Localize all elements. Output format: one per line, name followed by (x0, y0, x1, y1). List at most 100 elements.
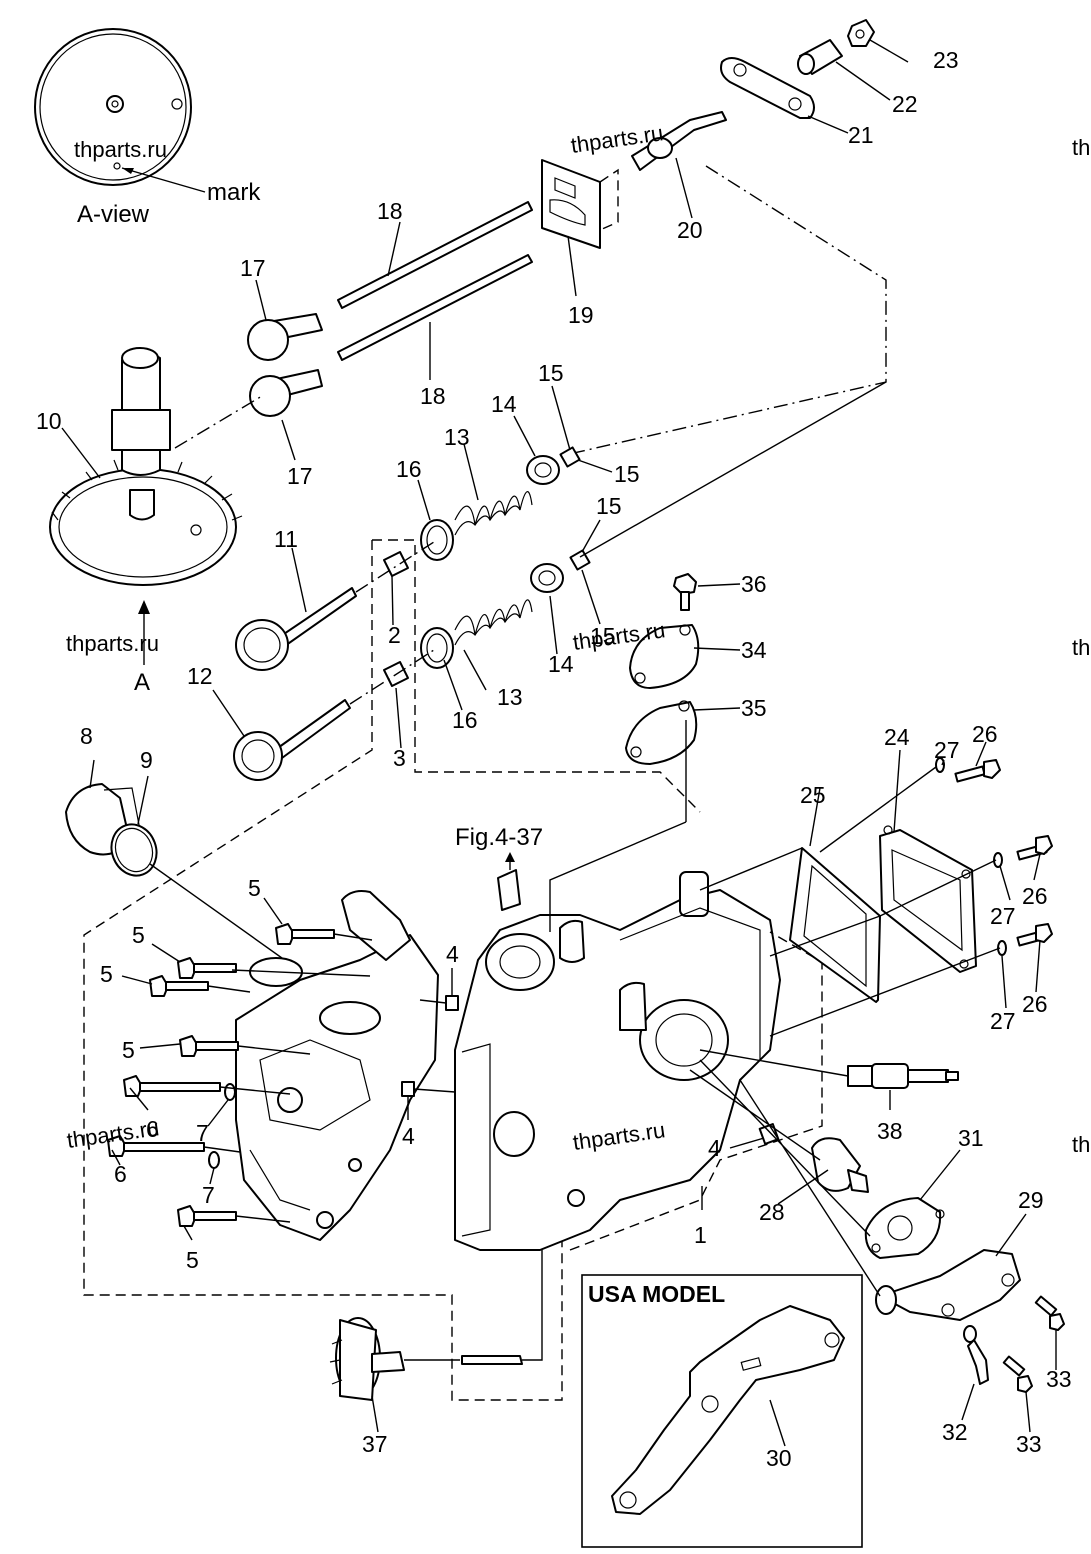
pushrod-18-upper (337, 201, 533, 309)
callout-13-upper: 13 (444, 424, 470, 450)
callout-38: 38 (877, 1118, 903, 1144)
callout-14-upper: 14 (491, 391, 517, 417)
pump-impeller-37 (329, 1317, 405, 1401)
gasket-35 (625, 700, 698, 765)
callout-17-lower: 17 (287, 463, 313, 489)
callout-34: 34 (741, 637, 767, 663)
callout-3: 3 (393, 745, 406, 771)
spring-retainer-14-lower (530, 563, 564, 593)
watermark-edge: th (1072, 1132, 1090, 1157)
valve-11 (235, 587, 357, 671)
callout-30: 30 (766, 1445, 792, 1471)
valve-cotter-15-lower (569, 549, 591, 571)
callout-33-b: 33 (1016, 1431, 1042, 1457)
callout-25: 25 (800, 782, 826, 808)
nut-22 (797, 39, 843, 75)
leader-lines (61, 39, 1057, 1447)
bolt-5-a (275, 923, 335, 945)
callout-6-b: 6 (114, 1161, 127, 1187)
bolt-33-a (1034, 1295, 1065, 1331)
bolt-5-c (149, 975, 209, 997)
a-view-label: A-view (77, 201, 150, 228)
figure-reference-label: Fig.4-37 (455, 824, 543, 851)
callout-27-c: 27 (990, 1008, 1016, 1034)
bolt-26-b (1016, 835, 1053, 861)
bolt-26-a (954, 759, 1001, 783)
callout-17-upper: 17 (240, 255, 266, 281)
rocker-plate-19 (541, 159, 601, 249)
callout-12: 12 (187, 663, 213, 689)
washer-27-c (997, 940, 1007, 956)
camshaft-gear-10 (49, 347, 243, 586)
valve-cotter-15-upper (559, 446, 581, 468)
dowel-4-a (445, 995, 459, 1011)
watermark: thparts.ru (66, 631, 159, 656)
clip-32 (963, 1325, 989, 1385)
usa-model-label: USA MODEL (588, 1281, 725, 1307)
nut-23 (847, 19, 875, 47)
callout-26-a: 26 (972, 721, 998, 747)
spring-seat-16-upper (420, 519, 454, 561)
callout-7-a: 7 (196, 1120, 209, 1146)
washer-27-a (935, 757, 945, 773)
left-cylinder-case (235, 890, 439, 1241)
valve-12 (233, 699, 351, 781)
thermostat-cover-29 (875, 1249, 1021, 1321)
callout-28: 28 (759, 1199, 785, 1225)
callout-21: 21 (848, 122, 874, 148)
cover-34 (629, 624, 700, 689)
callout-26-c: 26 (1022, 991, 1048, 1017)
callout-15-d: 15 (590, 623, 616, 649)
valve-spring-13-lower (454, 599, 533, 646)
washer-27-b (993, 852, 1003, 868)
callout-8: 8 (80, 723, 93, 749)
gasket-31 (864, 1197, 945, 1259)
washer-7-b (208, 1151, 220, 1169)
callout-35: 35 (741, 695, 767, 721)
bolt-5-b (177, 957, 237, 979)
callout-22: 22 (892, 91, 918, 117)
a-arrow-label: A (134, 669, 150, 696)
callout-4-b: 4 (402, 1123, 415, 1149)
usa-model-box (581, 1274, 863, 1548)
dowel-4-b (401, 1081, 415, 1097)
valve-lifter-17-upper (247, 313, 323, 361)
callout-27-a: 27 (934, 737, 960, 763)
callout-16-upper: 16 (396, 456, 422, 482)
gasket-25 (789, 847, 881, 1003)
callout-9: 9 (140, 747, 153, 773)
callout-20: 20 (677, 217, 703, 243)
watermark-edge: th (1072, 135, 1090, 160)
callout-5-d: 5 (122, 1037, 135, 1063)
callout-36: 36 (741, 571, 767, 597)
callout-14-lower: 14 (548, 651, 574, 677)
callout-6-a: 6 (146, 1116, 159, 1142)
callout-15-c: 15 (596, 493, 622, 519)
callout-5-e: 5 (186, 1247, 199, 1273)
callout-13-lower: 13 (497, 684, 523, 710)
mark-label: mark (207, 179, 261, 206)
watermark-edge: th (1072, 635, 1090, 660)
pump-shaft (461, 1355, 523, 1365)
callout-4-c: 4 (708, 1135, 721, 1161)
callout-11: 11 (274, 526, 298, 552)
callout-5-a: 5 (248, 875, 261, 901)
callout-18-upper: 18 (377, 198, 403, 224)
callout-27-b: 27 (990, 903, 1016, 929)
callout-16-lower: 16 (452, 707, 478, 733)
adjust-screw-20 (631, 111, 727, 171)
callout-18-lower: 18 (420, 383, 446, 409)
pushrod-18-lower (337, 254, 533, 361)
bolt-33-b (1002, 1355, 1033, 1393)
rocker-arm-21 (720, 57, 815, 119)
cylinder-cover-24 (879, 825, 977, 973)
callout-24: 24 (884, 724, 910, 750)
callout-29: 29 (1018, 1187, 1044, 1213)
bolt-5-d (179, 1035, 239, 1057)
callout-5-b: 5 (132, 922, 145, 948)
dowel-4-c (758, 1123, 780, 1145)
callout-15-b: 15 (614, 461, 640, 487)
spark-plug-38 (847, 1063, 959, 1089)
washer-7-a (224, 1083, 236, 1101)
